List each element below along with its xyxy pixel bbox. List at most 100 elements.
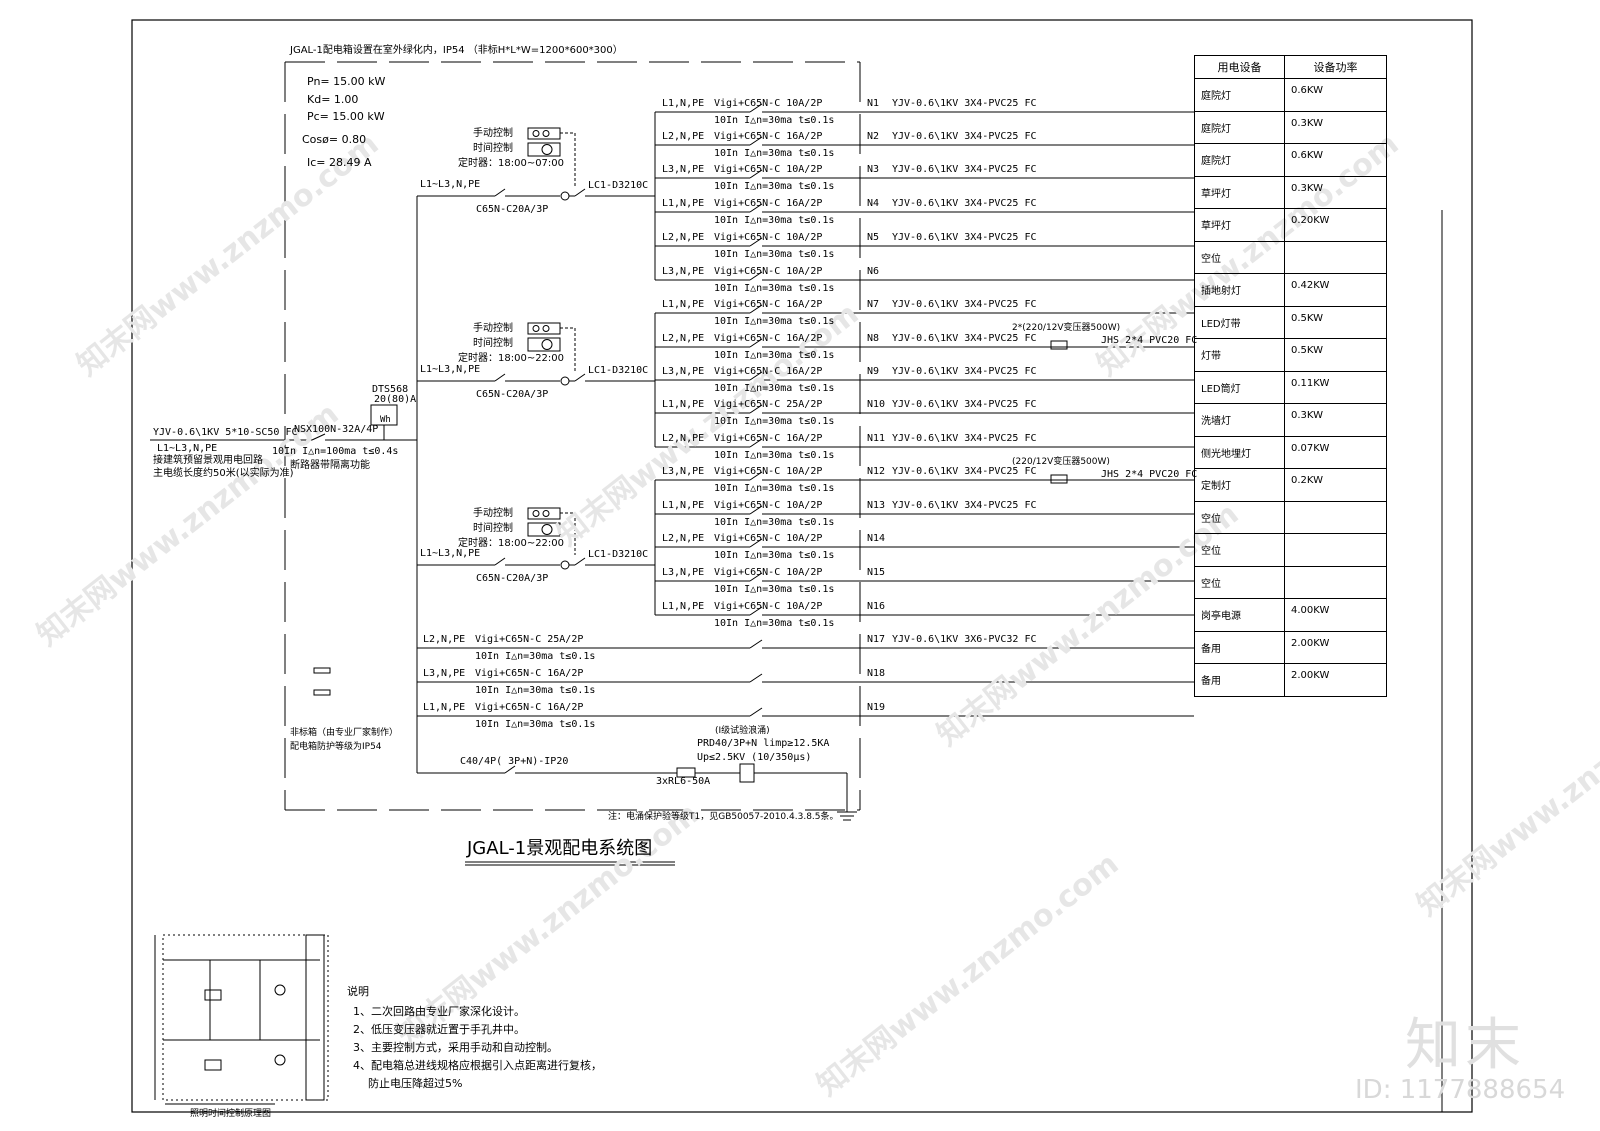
table-row: 空位 [1194, 565, 1387, 599]
device-power-cell [1284, 533, 1387, 567]
circuit-phase: L3,N,PE [662, 567, 705, 578]
sheet-frame [131, 19, 1473, 1113]
group-phase-label: L1~L3,N,PE [420, 179, 481, 190]
circuit-cable: YJV-0.6\1KV 3X4-PVC25 FC [892, 299, 1037, 310]
spd-fuse: 3xRL6-50A [656, 776, 711, 787]
circuit-id: N7 [867, 299, 880, 310]
image-id: ID: 1177888654 [1355, 1075, 1566, 1105]
circuit-cable: YJV-0.6\1KV 3X4-PVC25 FC [892, 198, 1037, 209]
circuit-breaker: Vigi+C65N-C 10A/2P [714, 567, 823, 578]
circuit-cable: YJV-0.6\1KV 3X4-PVC25 FC [892, 433, 1037, 444]
circuit-cable: YJV-0.6\1KV 3X6-PVC32 FC [892, 634, 1037, 645]
contactor-switch [574, 373, 586, 382]
contactor-switch [574, 188, 586, 197]
param-cos: Cosø= 0.80 [302, 133, 367, 146]
circuit-rcd: 10In I△n=30ma t≤0.1s [714, 249, 835, 260]
manual-control-label: 手动控制 [473, 128, 513, 139]
circuit-breaker-switch [749, 237, 763, 247]
contact-icon [542, 510, 550, 517]
circuit-phase: L1,N,PE [662, 500, 705, 511]
circuit-breaker: Vigi+C65N-C 10A/2P [714, 98, 823, 109]
circuit-id: N4 [867, 198, 880, 209]
contact-icon [542, 130, 550, 137]
contact-icon [532, 510, 540, 517]
circuit-breaker-switch [749, 572, 763, 582]
meter-model: DTS568 [372, 384, 409, 395]
group-breaker-switch [494, 557, 506, 566]
device-name-cell: 庭院灯 [1194, 110, 1285, 144]
param-ic: Ic= 28.49 A [307, 156, 372, 169]
box-note-2: 配电箱防护等级为IP54 [290, 742, 382, 752]
circuit-id: N1 [867, 98, 880, 109]
circuit-breaker: Vigi+C65N-C 16A/2P [714, 198, 823, 209]
circuit-rcd: 10In I△n=30ma t≤0.1s [714, 584, 835, 595]
circuit-breaker-switch [749, 338, 763, 348]
timer-control-label: 时间控制 [473, 338, 513, 349]
device-power-cell: 0.6KW [1284, 143, 1387, 177]
circuit-phase: L3,N,PE [662, 466, 705, 477]
note-item-4: 4、配电箱总进线规格应根据引入点距离进行复核， [353, 1059, 602, 1072]
device-power-cell: 2.00KW [1284, 630, 1387, 664]
table-row: 空位 [1194, 500, 1387, 534]
circuit-breaker: Vigi+C65N-C 10A/2P [714, 466, 823, 477]
brand-logo: 知末 [1405, 1013, 1525, 1078]
device-power-cell: 4.00KW [1284, 598, 1387, 632]
timer-schedule: 定时器：18:00~22:00 [458, 353, 565, 364]
meter-symbol: Wh [380, 415, 391, 425]
circuit-cable: YJV-0.6\1KV 3X4-PVC25 FC [892, 333, 1037, 344]
contact-icon [532, 325, 540, 332]
group-phase-label: L1~L3,N,PE [420, 364, 481, 375]
device-name-cell: 空位 [1194, 533, 1285, 567]
contactor-coil-icon [560, 376, 570, 386]
circuit-phase: L2,N,PE [662, 433, 705, 444]
device-name-cell: 侧光地埋灯 [1194, 435, 1285, 469]
clock-icon [541, 339, 553, 350]
incoming-phase: L1~L3,N,PE [157, 443, 218, 454]
circuit-id: N3 [867, 164, 880, 175]
circuit-breaker: Vigi+C65N-C 16A/2P [714, 366, 823, 377]
circuit-id: N5 [867, 232, 880, 243]
circuit-phase: L2,N,PE [662, 333, 705, 344]
surge-arrester-icon [739, 763, 755, 783]
contactor-coil-icon [560, 191, 570, 201]
spd-class: (I级试验浪涌) [715, 726, 770, 736]
device-name-cell: LED筒灯 [1194, 370, 1285, 404]
table-header-row: 用电设备设备功率 [1194, 55, 1387, 79]
circuit-cable: YJV-0.6\1KV 3X4-PVC25 FC [892, 500, 1037, 511]
timer-schedule: 定时器：18:00~22:00 [458, 538, 565, 549]
circuit-breaker: Vigi+C65N-C 10A/2P [714, 500, 823, 511]
circuit-id: N11 [867, 433, 886, 444]
timer-control-icon [527, 142, 561, 157]
circuit-breaker-switch [749, 136, 763, 146]
device-name-cell: 草坪灯 [1194, 208, 1285, 242]
clock-icon [541, 524, 553, 535]
device-power-cell: 0.3KW [1284, 403, 1387, 437]
circuit-breaker: Vigi+C65N-C 25A/2P [475, 634, 584, 645]
circuit-phase: L1,N,PE [423, 702, 466, 713]
circuit-id: N18 [867, 668, 886, 679]
table-header-cell: 用电设备 [1194, 55, 1285, 79]
incoming-cable: YJV-0.6\1KV 5*10-SC50 FC [153, 427, 298, 438]
surge-note: 注：电涌保护验等级T1，见GB50057-2010.4.3.8.5条。 [608, 812, 839, 822]
circuit-rcd: 10In I△n=30ma t≤0.1s [714, 148, 835, 159]
circuit-breaker-switch [749, 538, 763, 548]
device-power-cell: 0.3KW [1284, 175, 1387, 209]
circuit-phase: L2,N,PE [423, 634, 466, 645]
spd-breaker: C40/4P( 3P+N)-IP20 [460, 756, 569, 767]
circuit-breaker: Vigi+C65N-C 10A/2P [714, 232, 823, 243]
circuit-cable: YJV-0.6\1KV 3X4-PVC25 FC [892, 131, 1037, 142]
circuit-id: N8 [867, 333, 880, 344]
contact-icon [532, 130, 540, 137]
transformer-cable-2: JHS 2*4 PVC20 FC [1101, 469, 1198, 480]
group-breaker-switch [494, 373, 506, 382]
transformer-label-2: (220/12V变压器500W) [1012, 457, 1110, 467]
